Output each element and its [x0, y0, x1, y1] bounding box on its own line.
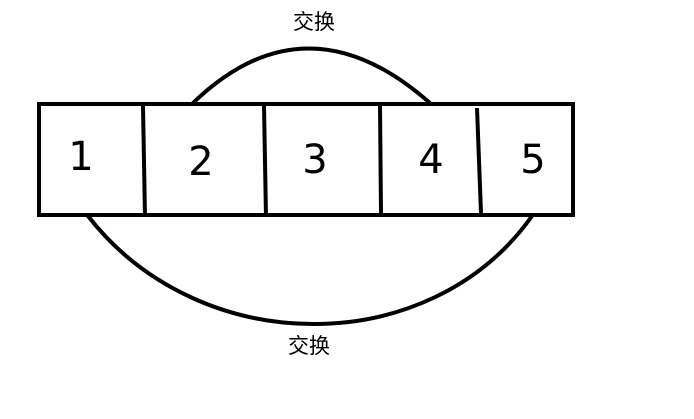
cell-divider [141, 105, 147, 218]
bottom-swap-arc [86, 214, 534, 326]
array-box [37, 102, 575, 217]
cell-4-label: 4 [418, 137, 443, 183]
cell-3-label: 3 [302, 137, 327, 183]
cell-5-label: 5 [520, 137, 545, 183]
top-swap-label: 交换 [293, 10, 335, 34]
cell-divider [378, 105, 383, 214]
top-swap-arc [190, 46, 433, 106]
cell-divider [262, 105, 268, 218]
bottom-swap-label: 交换 [288, 334, 330, 358]
cell-1-label: 1 [68, 134, 93, 180]
cell-divider [475, 107, 483, 214]
cell-2-label: 2 [188, 139, 213, 185]
